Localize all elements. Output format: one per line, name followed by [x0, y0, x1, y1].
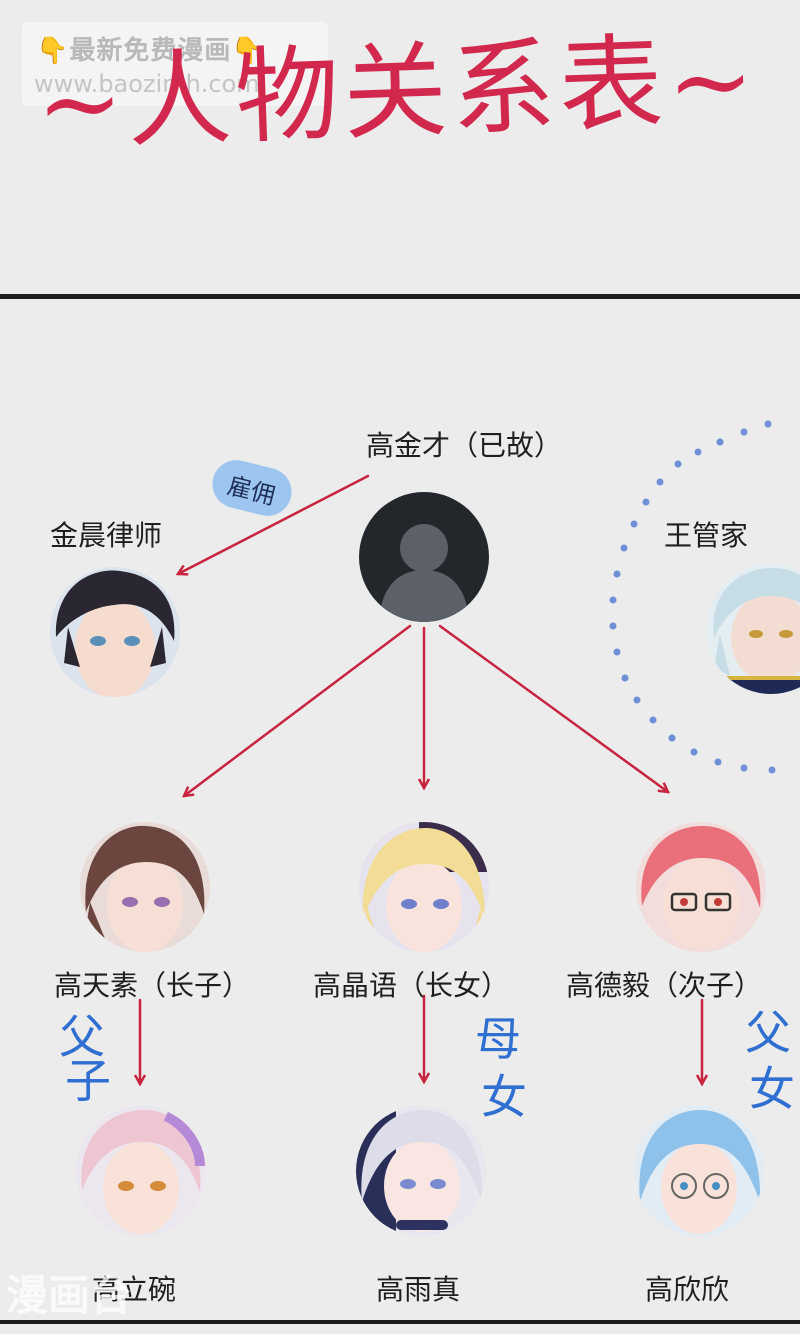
label-gao-jincai: 高金才（已故）: [366, 429, 563, 462]
watermark-url: www.baozimh.com: [34, 70, 260, 98]
arrow-to-tiansu: [184, 624, 412, 796]
silhouette-icon: [379, 524, 469, 622]
watermark-text: 👇最新免费漫画👇: [36, 36, 265, 66]
avatar-lawyer: [50, 567, 180, 697]
arrow-employ: [178, 474, 370, 574]
label-butler: 王管家: [664, 519, 749, 552]
avatar-jingyu: [359, 822, 489, 952]
label-xinxin: 高欣欣: [645, 1273, 730, 1306]
label-tiansu: 高天素（长子）: [54, 969, 251, 1002]
relation-father-son-2: 子: [65, 1054, 111, 1108]
label-yuzhen: 高雨真: [376, 1273, 461, 1306]
label-deyi: 高德毅（次子）: [566, 969, 763, 1002]
divider: [0, 294, 800, 299]
corner-watermark: 漫画台: [6, 1271, 133, 1320]
avatar-butler: [706, 564, 800, 694]
label-jingyu: 高晶语（长女）: [313, 969, 510, 1002]
arrow-to-deyi: [438, 624, 668, 792]
avatar-liwan: [76, 1106, 206, 1236]
relation-father-daughter-2: 女: [749, 1062, 795, 1116]
employ-badge-label: 雇佣: [224, 471, 279, 510]
avatar-xinxin: [634, 1106, 764, 1236]
label-lawyer: 金晨律师: [50, 519, 163, 552]
avatar-gao-jincai: [359, 492, 489, 622]
watermark-box: [22, 22, 328, 106]
relation-father-daughter-1: 父: [745, 1006, 791, 1060]
avatar-deyi: [636, 822, 766, 952]
avatar-tiansu: [80, 822, 210, 952]
relation-mother-daughter-2: 女: [481, 1070, 527, 1124]
label-liwan: 高立碗: [92, 1273, 177, 1306]
relation-father-son-1: 父: [59, 1010, 105, 1064]
dotted-arc: [609, 420, 776, 774]
relation-mother-daughter-1: 母: [475, 1012, 521, 1066]
avatar-yuzhen: [356, 1106, 486, 1236]
bottom-border: [0, 1320, 800, 1324]
